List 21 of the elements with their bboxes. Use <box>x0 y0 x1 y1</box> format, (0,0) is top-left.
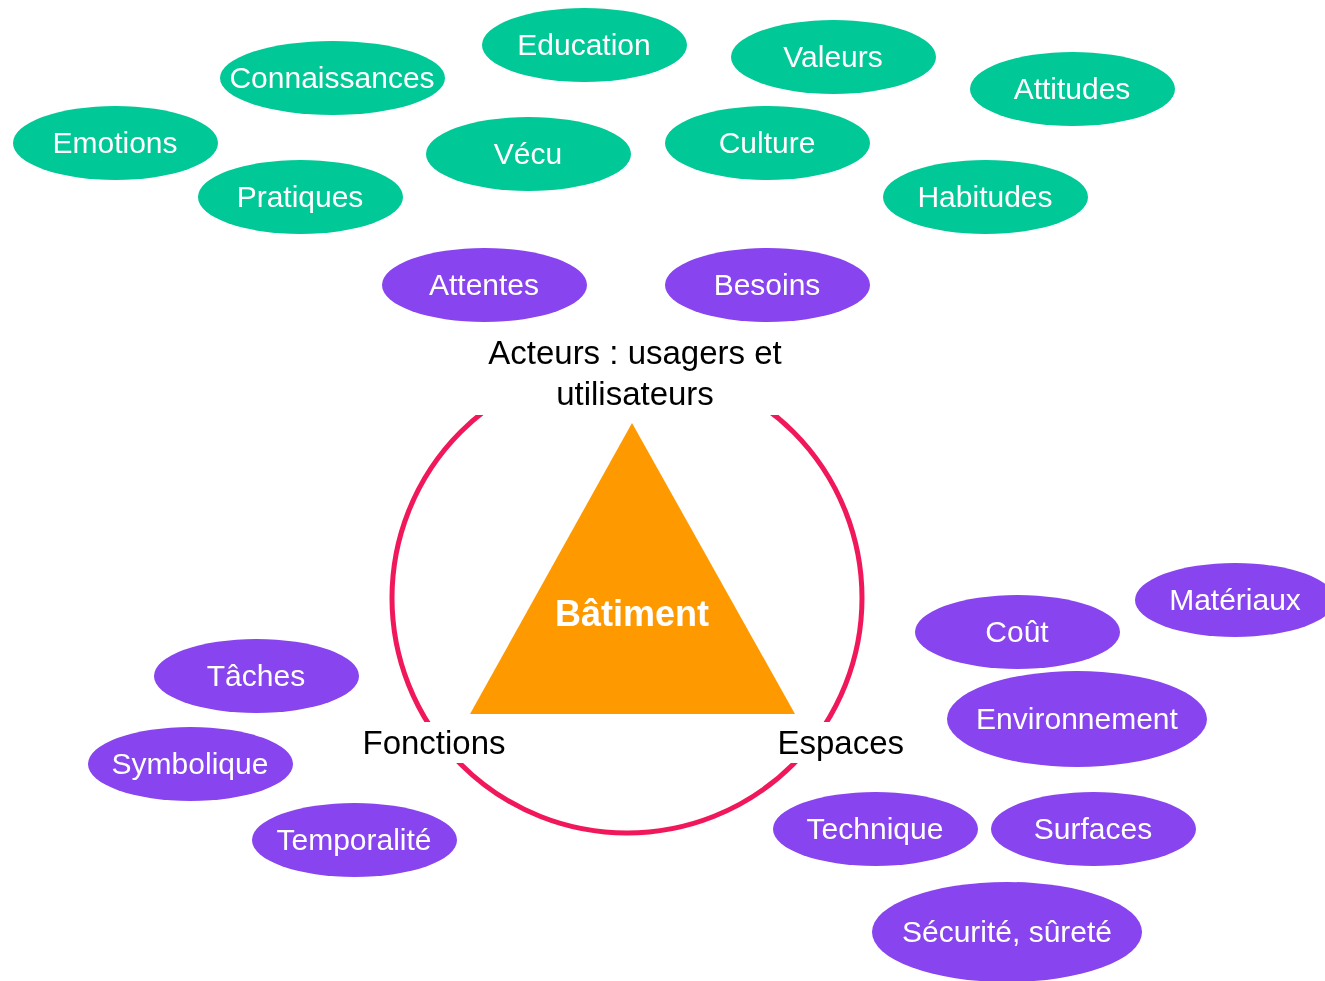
ellipse-node: Besoins <box>664 248 870 322</box>
ellipse-node: Education <box>481 8 687 82</box>
ellipse-node: Matériaux <box>1135 563 1325 637</box>
ellipse-node: Connaissances <box>219 41 445 115</box>
ellipse-node: Coût <box>914 595 1120 669</box>
ellipse-node: Attentes <box>381 248 587 322</box>
ellipse-node: Attitudes <box>969 52 1175 126</box>
ellipse-node: Valeurs <box>730 20 936 94</box>
ellipse-node: Technique <box>772 792 978 866</box>
node-label: Bâtiment <box>555 593 710 635</box>
ellipse-node: Pratiques <box>197 160 403 234</box>
ellipse-node: Temporalité <box>251 803 457 877</box>
ellipse-node: Habitudes <box>882 160 1088 234</box>
ellipse-node: Tâches <box>153 639 359 713</box>
ellipse-node: Emotions <box>12 106 218 180</box>
ellipse-node: Vécu <box>425 117 631 191</box>
ellipse-node: Environnement <box>947 671 1207 767</box>
ellipse-node: Symbolique <box>87 727 293 801</box>
ellipse-node: Surfaces <box>990 792 1196 866</box>
ellipse-node: Culture <box>664 106 870 180</box>
ellipse-node: Sécurité, sûreté <box>872 882 1142 981</box>
